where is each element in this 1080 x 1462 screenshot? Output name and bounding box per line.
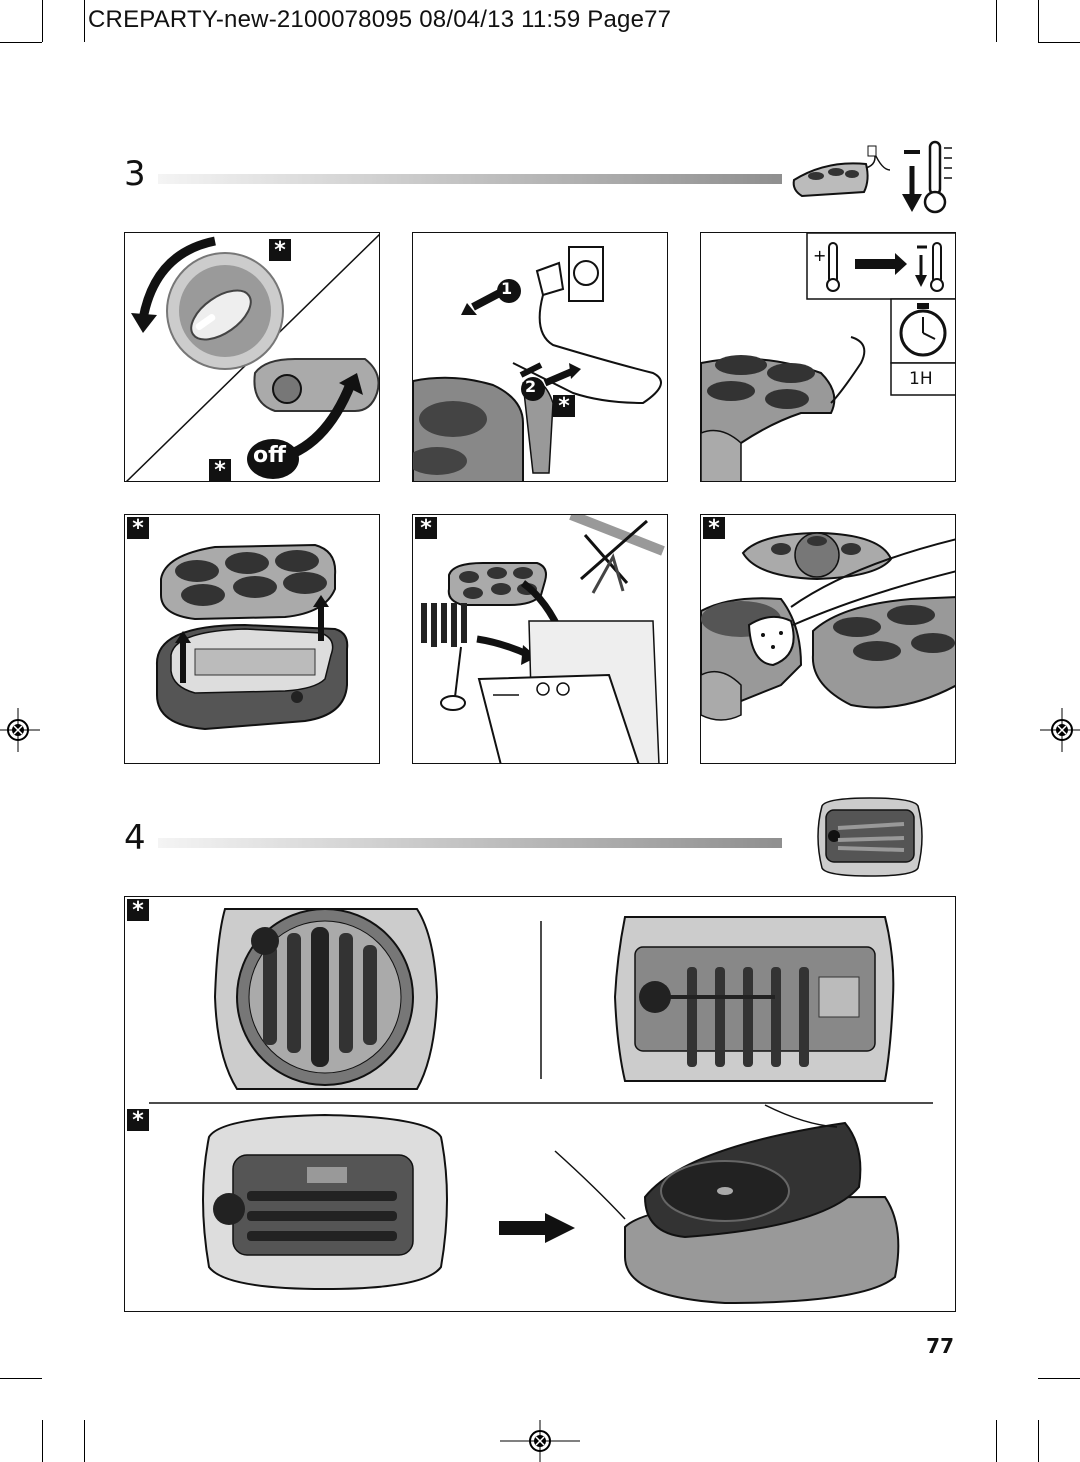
- crop-mark: [84, 0, 85, 42]
- dishwasher-illustration: [421, 515, 665, 763]
- asterisk-icon: *: [127, 899, 149, 923]
- remove-plate-illustration: [155, 543, 349, 731]
- switch-off-illustration: [125, 233, 379, 481]
- section-divider-bar: [158, 174, 782, 184]
- crop-mark: [1038, 0, 1039, 42]
- header-slug: CREPARTY-new-2100078095 08/04/13 11:59 P…: [88, 6, 672, 33]
- panel-cool-down: + 1H: [700, 232, 956, 482]
- registration-mark-icon: [0, 708, 40, 752]
- crop-mark: [1038, 1420, 1039, 1462]
- section-divider-bar: [158, 838, 782, 848]
- crop-mark: [84, 1420, 85, 1462]
- storage-illustration: [149, 908, 933, 1305]
- panel-unplug: 1 2 *: [412, 232, 668, 482]
- crop-mark: [1038, 1378, 1080, 1379]
- section-number-3: 3: [124, 154, 146, 194]
- crop-mark: [996, 1420, 997, 1462]
- crop-mark: [0, 42, 42, 43]
- panel-switch-off: * * off: [124, 232, 380, 482]
- step-2-marker: 2: [525, 377, 537, 396]
- svg-text:+: +: [813, 246, 826, 265]
- crop-mark: [996, 0, 997, 42]
- panel-dishwasher: *: [412, 514, 668, 764]
- storage-box-icon: [817, 797, 923, 877]
- section-number-4: 4: [124, 818, 146, 858]
- asterisk-icon: *: [553, 395, 575, 419]
- registration-mark-icon: [1040, 708, 1080, 752]
- panel-remove-plate: *: [124, 514, 380, 764]
- panel-storage: * *: [124, 896, 956, 1312]
- crop-mark: [1038, 42, 1080, 43]
- unplug-illustration: [413, 246, 662, 481]
- crop-mark: [42, 1420, 43, 1462]
- panel-wipe-base: *: [700, 514, 956, 764]
- registration-mark-icon: [500, 1420, 580, 1462]
- asterisk-icon: *: [127, 517, 149, 541]
- off-label: off: [253, 443, 286, 468]
- asterisk-icon: *: [703, 517, 725, 541]
- page-number: 77: [926, 1334, 954, 1358]
- asterisk-icon: *: [269, 239, 291, 263]
- wipe-base-illustration: [701, 531, 955, 721]
- cool-down-illustration: +: [701, 233, 955, 481]
- step-1-marker: 1: [501, 279, 513, 298]
- asterisk-icon: *: [415, 517, 437, 541]
- asterisk-icon: *: [127, 1109, 149, 1133]
- crop-mark: [0, 1378, 42, 1379]
- crop-mark: [42, 0, 43, 42]
- asterisk-icon: *: [209, 459, 231, 481]
- duration-label: 1H: [909, 369, 933, 389]
- crepe-maker-cool-down-icon: [792, 140, 952, 214]
